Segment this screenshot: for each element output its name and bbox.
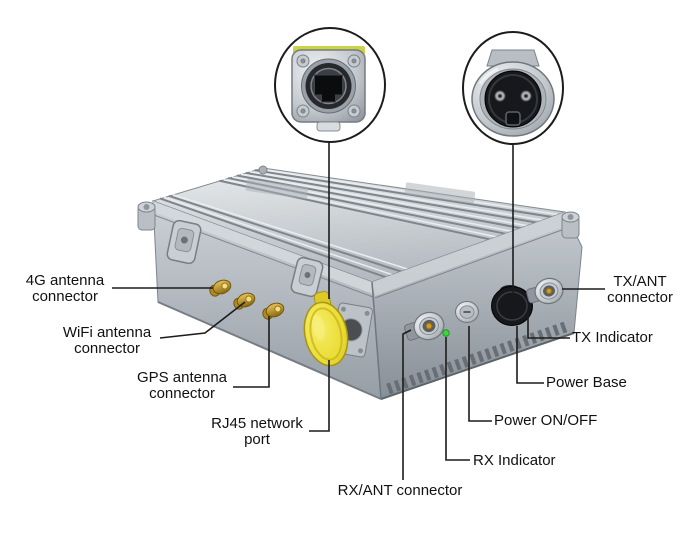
leader-rx-ant xyxy=(402,329,412,480)
top-emboss-plates xyxy=(245,179,476,204)
sma-connector-4g xyxy=(209,279,232,297)
power-onoff-switch xyxy=(455,301,479,323)
corner-bolt-right xyxy=(561,211,580,239)
callout-rj45-closeup xyxy=(274,27,386,143)
leader-wifi xyxy=(159,301,246,339)
label-rj45-network-port: RJ45 network port xyxy=(211,415,303,448)
tx-ant-connector xyxy=(526,277,564,305)
rx-indicator-led xyxy=(442,329,450,337)
label-tx-indicator: TX Indicator xyxy=(572,329,653,346)
label-rx-indicator: RX Indicator xyxy=(473,452,556,469)
corner-bolt-back xyxy=(258,165,268,175)
power-connector-key-notch xyxy=(505,111,521,126)
callout-power-closeup xyxy=(462,31,564,145)
leader-rx-indicator xyxy=(445,337,470,461)
cooling-fins xyxy=(159,168,559,279)
rj45-bottom-tab xyxy=(316,121,341,132)
power-connector-pins xyxy=(494,90,532,102)
rj45-flange-screws xyxy=(296,54,361,118)
rj45-jack xyxy=(314,74,343,103)
label-4g-antenna-connector: 4G antenna connector xyxy=(25,272,105,305)
sma-connector-wifi xyxy=(233,292,256,310)
leader-tx-indicator xyxy=(527,314,570,339)
right-lid-flange xyxy=(372,212,569,296)
latch-clamp-2 xyxy=(290,256,324,298)
leader-lines xyxy=(112,142,605,480)
leader-power-onoff xyxy=(468,326,492,422)
device-unit xyxy=(137,165,583,400)
label-power-onoff: Power ON/OFF xyxy=(494,412,598,429)
label-power-base: Power Base xyxy=(546,374,627,391)
rj45-yellow-cap xyxy=(303,291,349,367)
sma-connector-gps xyxy=(262,302,285,320)
leader-power-base xyxy=(516,326,544,384)
leader-rj45 xyxy=(309,360,330,432)
power-connector-face xyxy=(484,70,542,128)
label-tx-ant-connector: TX/ANT connector xyxy=(607,273,673,306)
latch-clamp-1 xyxy=(166,219,202,265)
leader-gps xyxy=(233,316,270,388)
rx-ant-connector xyxy=(403,311,445,341)
label-wifi-antenna-connector: WiFi antenna connector xyxy=(62,324,152,357)
label-rx-ant-connector: RX/ANT connector xyxy=(337,482,463,499)
corner-bolt-left xyxy=(137,201,156,231)
label-gps-antenna-connector: GPS antenna connector xyxy=(136,369,228,402)
power-base-connector xyxy=(491,285,533,326)
